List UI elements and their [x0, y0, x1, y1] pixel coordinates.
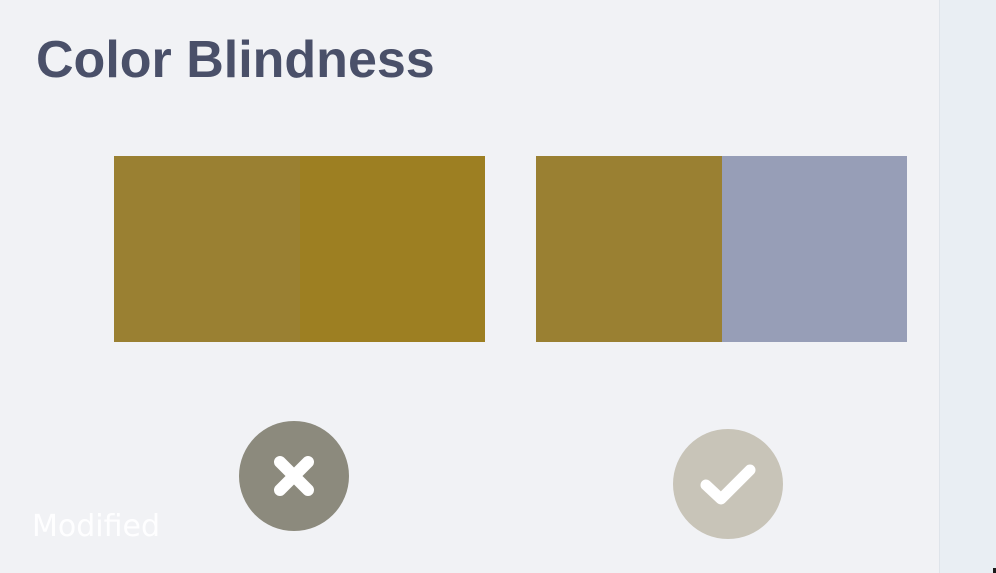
color-swatch [536, 156, 722, 342]
swatch-pair-correct [536, 156, 907, 342]
corner-mark [993, 568, 996, 573]
close-icon [274, 456, 314, 496]
incorrect-badge [239, 421, 349, 531]
swatch-pair-incorrect [114, 156, 485, 342]
color-swatch [721, 156, 907, 342]
modified-watermark: Modified [32, 509, 161, 544]
color-blindness-panel: Color Blindness Modified [32, 0, 940, 573]
correct-badge [673, 429, 783, 539]
page-title: Color Blindness [36, 31, 435, 89]
check-icon [700, 464, 756, 505]
color-swatch [114, 156, 300, 342]
color-swatch [299, 156, 485, 342]
